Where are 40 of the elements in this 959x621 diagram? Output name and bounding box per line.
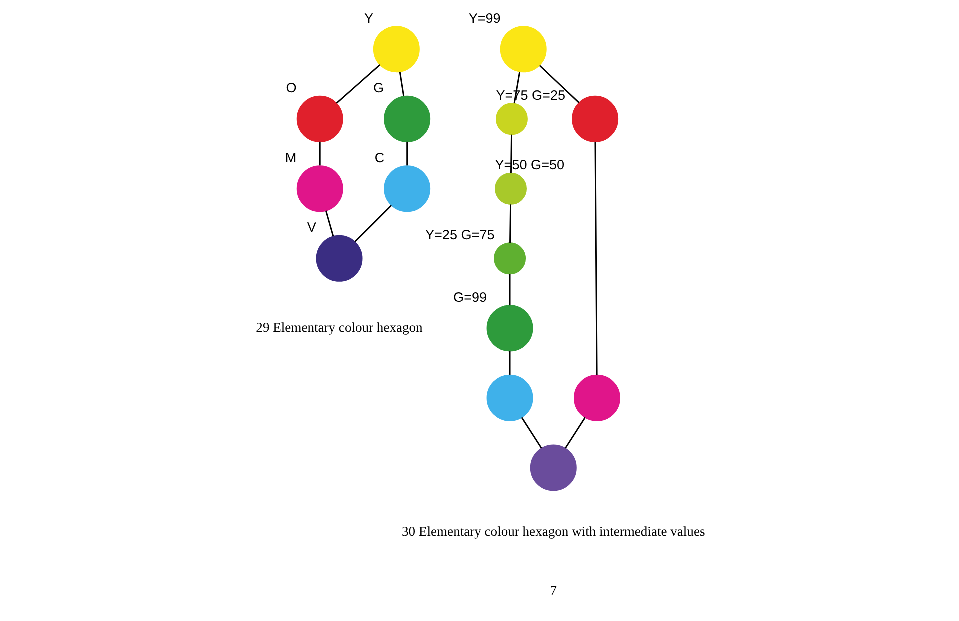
node-circle xyxy=(572,96,618,142)
node-circle xyxy=(530,444,576,492)
label: 30 Elementary colour hexagon with intermediate values xyxy=(402,524,705,539)
node-circle xyxy=(495,103,528,136)
connector xyxy=(520,417,542,449)
node-label: V xyxy=(306,220,316,236)
connector xyxy=(564,417,586,449)
node-circle xyxy=(296,166,343,212)
node-circle xyxy=(500,26,546,73)
node-label: G=99 xyxy=(453,290,487,305)
connector xyxy=(538,65,580,104)
connector xyxy=(508,274,510,306)
node-circle xyxy=(384,166,430,212)
node-circle xyxy=(494,242,526,275)
connector xyxy=(354,205,392,243)
node-label: C xyxy=(374,150,384,166)
label: 7 xyxy=(550,583,557,598)
connector xyxy=(509,204,512,244)
connector xyxy=(508,351,510,375)
connector xyxy=(324,210,334,237)
node-label: G xyxy=(372,80,384,96)
connector xyxy=(398,72,404,96)
node-circle xyxy=(296,96,343,142)
connector xyxy=(594,142,598,376)
node-circle xyxy=(372,26,420,73)
connector xyxy=(336,64,380,104)
node-circle xyxy=(486,374,533,422)
node-label: O xyxy=(286,80,296,96)
node-circle xyxy=(384,96,430,142)
connector xyxy=(318,142,320,166)
node-label: Y=25 G=75 xyxy=(424,227,494,242)
node-label: Y xyxy=(364,10,374,26)
label: 29 Elementary colour hexagon xyxy=(256,320,422,336)
node-label: Y=99 xyxy=(468,10,500,26)
node-circle xyxy=(573,374,620,422)
node-label: M xyxy=(284,150,296,166)
node-circle xyxy=(494,172,526,205)
node-circle xyxy=(486,305,533,352)
node-circle xyxy=(316,235,362,282)
connector xyxy=(406,142,408,166)
